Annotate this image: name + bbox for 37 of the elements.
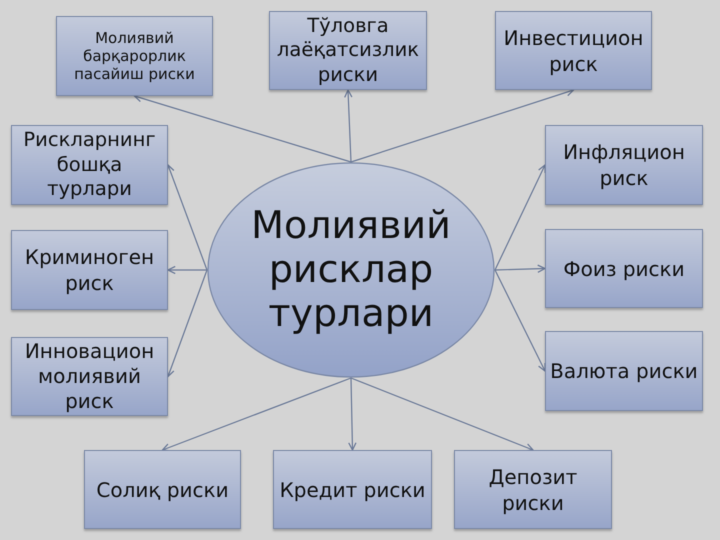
arrow [167,266,207,274]
risk-box [11,125,168,205]
risk-box [84,450,241,529]
node-label: Инвестицион риск [502,24,644,76]
risk-box [273,450,432,529]
topic-title: Молиявий рисклар турлари [250,204,452,336]
node-label: Молиявий барқарорлик пасайиш риски [73,29,196,83]
arrow [134,94,352,163]
arrow [344,89,353,162]
arrow [494,264,546,273]
arrow [166,164,208,270]
node-label: Фоиз риски [563,256,685,282]
risk-box [56,16,213,96]
node-label: Кредит риски [280,476,426,502]
node-label: Рискларнинг бошқа турлари [22,128,157,202]
risk-box [11,230,168,310]
topic-ellipse [207,162,495,378]
node-label: Инновацион молиявий риск [24,339,156,414]
node-label: Инфляцион риск [562,139,686,191]
risk-box [11,337,168,416]
node-label: Валюта риски [550,358,698,384]
node-label: Криминоген риск [24,244,156,296]
risk-box [454,450,612,529]
risk-box [545,125,703,205]
risk-box [495,11,652,90]
node-label: Депозит риски [488,464,578,516]
arrow [494,270,546,372]
node-label: Солиқ риски [96,476,229,502]
risk-box [545,331,703,411]
arrow [350,88,574,163]
risk-box [545,229,703,308]
arrow [162,377,352,452]
arrow [166,270,208,378]
arrow [348,378,357,451]
arrow [350,377,534,452]
node-label: Тўловга лаёқатсизлик риски [276,14,420,88]
arrow [494,164,546,270]
